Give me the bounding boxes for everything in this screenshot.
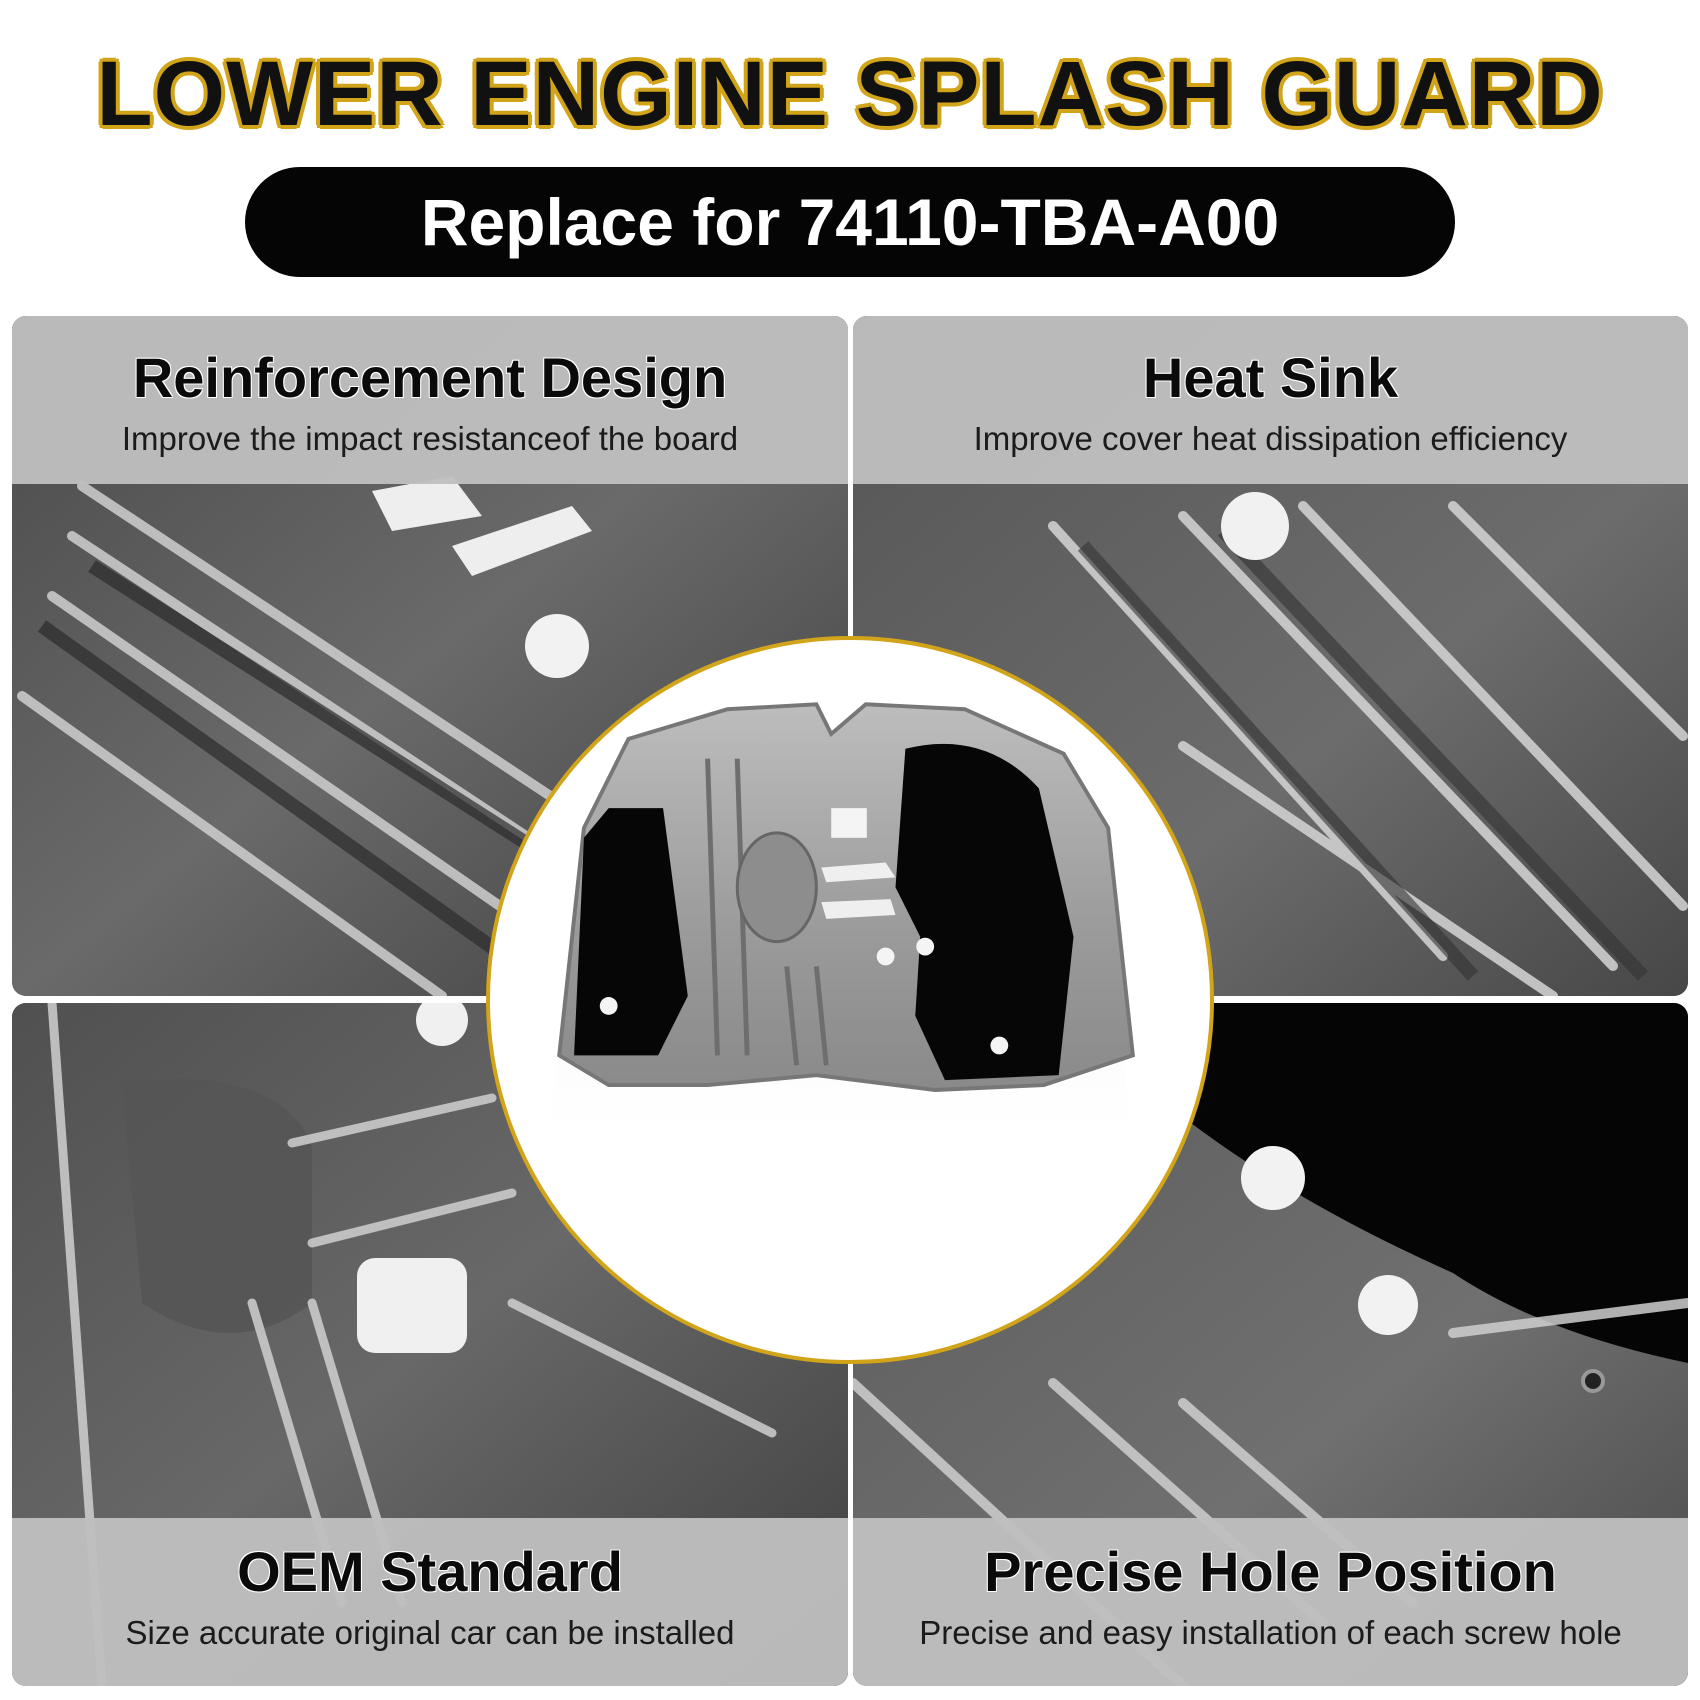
feature-heading: Heat Sink xyxy=(1142,346,1399,409)
feature-heading: Reinforcement Design xyxy=(132,346,728,409)
page-title: LOWER ENGINE SPLASH GUARD xyxy=(96,43,1604,145)
feature-caption-precise-hole: Precise Hole Position Precise and easy i… xyxy=(853,1518,1688,1686)
feature-description: Improve cover heat dissipation efficienc… xyxy=(973,420,1568,457)
feature-description: Size accurate original car can be instal… xyxy=(125,1614,735,1651)
part-number-pill: Replace for 74110-TBA-A00 xyxy=(245,167,1455,277)
feature-panel-reinforcement: Reinforcement Design Improve the impact … xyxy=(12,316,848,996)
feature-heading: Precise Hole Position xyxy=(984,1540,1557,1603)
feature-caption-reinforcement: Reinforcement Design Improve the impact … xyxy=(12,316,848,484)
feature-heading: OEM Standard xyxy=(237,1540,623,1603)
feature-caption-heat-sink: Heat Sink Improve cover heat dissipation… xyxy=(853,316,1688,484)
feature-description: Improve the impact resistanceof the boar… xyxy=(121,420,739,457)
feature-caption-oem-standard: OEM Standard Size accurate original car … xyxy=(12,1518,848,1686)
feature-description: Precise and easy installation of each sc… xyxy=(919,1614,1622,1651)
product-image-circle xyxy=(486,636,1214,1364)
splash-guard-image xyxy=(549,702,1135,1135)
